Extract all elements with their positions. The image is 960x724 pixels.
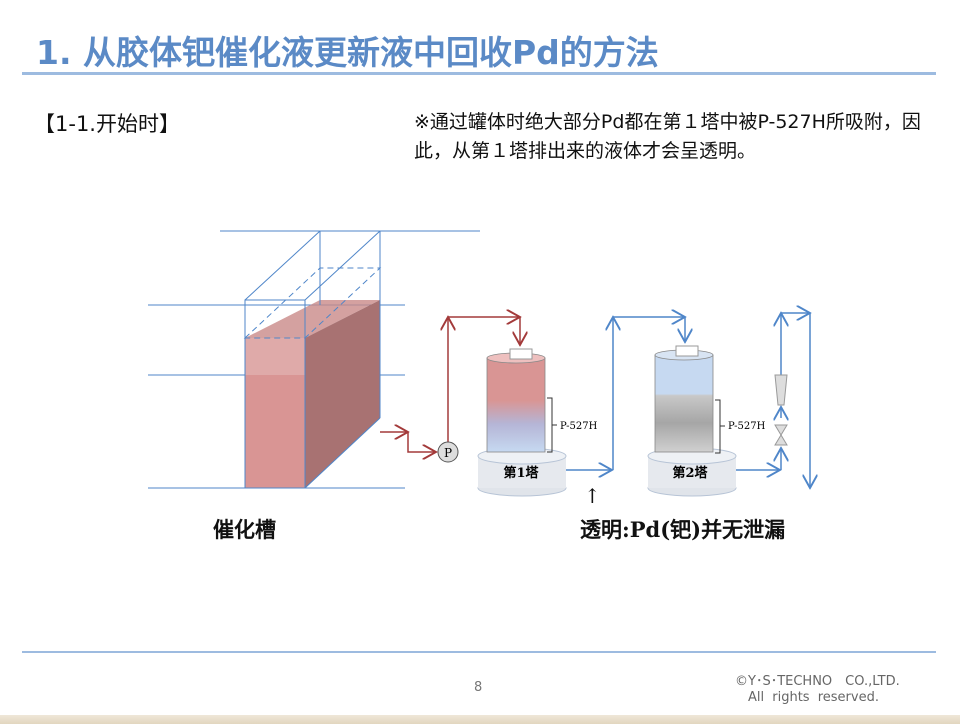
flowmeter-icon [774,374,788,406]
column-1: 第1塔 P-527H [477,348,598,497]
section-heading: 【1-1.开始时】 [34,112,180,136]
tank-label: 催化槽 [213,517,276,542]
catalyst-tank [243,230,382,489]
column1-label: 第1塔 [503,465,539,481]
column2-label: 第2塔 [672,465,708,481]
note-text: ※通过罐体时绝大部分Pd都在第１塔中被P-527H所吸附，因此，从第１塔排出来的… [414,111,921,162]
copyright-line2: All rights reserved. [748,690,879,705]
resin1-label: P-527H [560,421,598,432]
valve-icon [774,424,788,446]
page-number: 8 [474,680,483,695]
pump-label: P [444,446,452,460]
footer-divider [22,651,936,653]
blue-pipe [566,313,810,488]
copyright-line1: ©Y･S･TECHNO CO.,LTD. [735,674,900,689]
resin2-label: P-527H [728,421,766,432]
column-2: 第2塔 P-527H [647,345,766,497]
bottom-strip [0,715,960,724]
pump: P [437,441,459,463]
page-title: 1. 从胶体钯催化液更新液中回收Pd的方法 [36,33,659,72]
red-pipe [380,317,520,452]
status-text: 透明:Pd(钯)并无泄漏 [580,517,786,542]
arrow-up-icon: ↑ [584,484,601,508]
title-divider [22,72,936,75]
